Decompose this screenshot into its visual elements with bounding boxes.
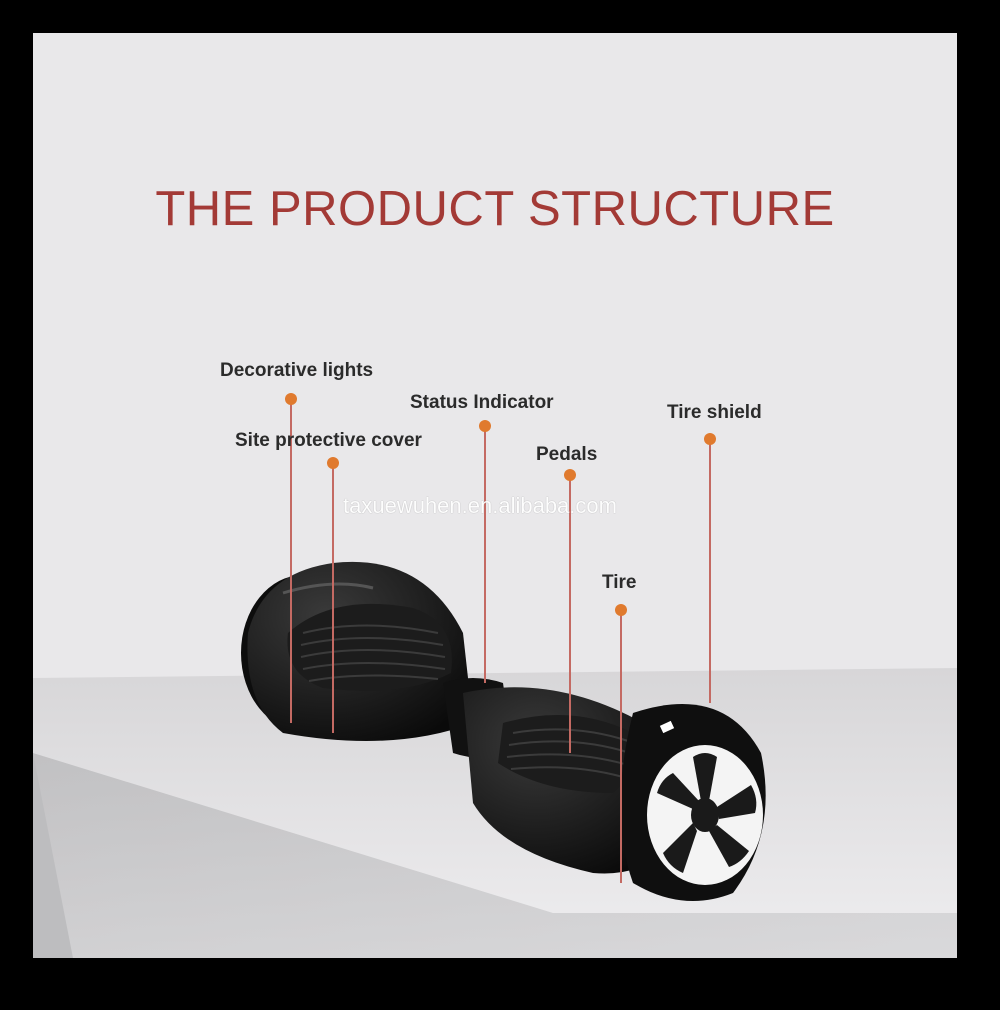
label-status-indicator: Status Indicator — [410, 392, 554, 413]
diagram-title: THE PRODUCT STRUCTURE — [155, 182, 835, 236]
label-site-protective-cover: Site protective cover — [235, 430, 422, 451]
label-pedals: Pedals — [536, 444, 598, 465]
marker-dots — [285, 393, 716, 616]
product-scene — [33, 393, 957, 958]
leader-lines — [290, 399, 711, 883]
watermark-text: taxuewuhen.en.alibaba.com — [343, 493, 617, 518]
label-decorative-lights: Decorative lights — [220, 360, 374, 381]
label-tire: Tire — [602, 572, 637, 593]
image-frame: THE PRODUCT STRUCTURE Decorative lights … — [33, 33, 957, 958]
label-tire-shield: Tire shield — [667, 402, 762, 423]
